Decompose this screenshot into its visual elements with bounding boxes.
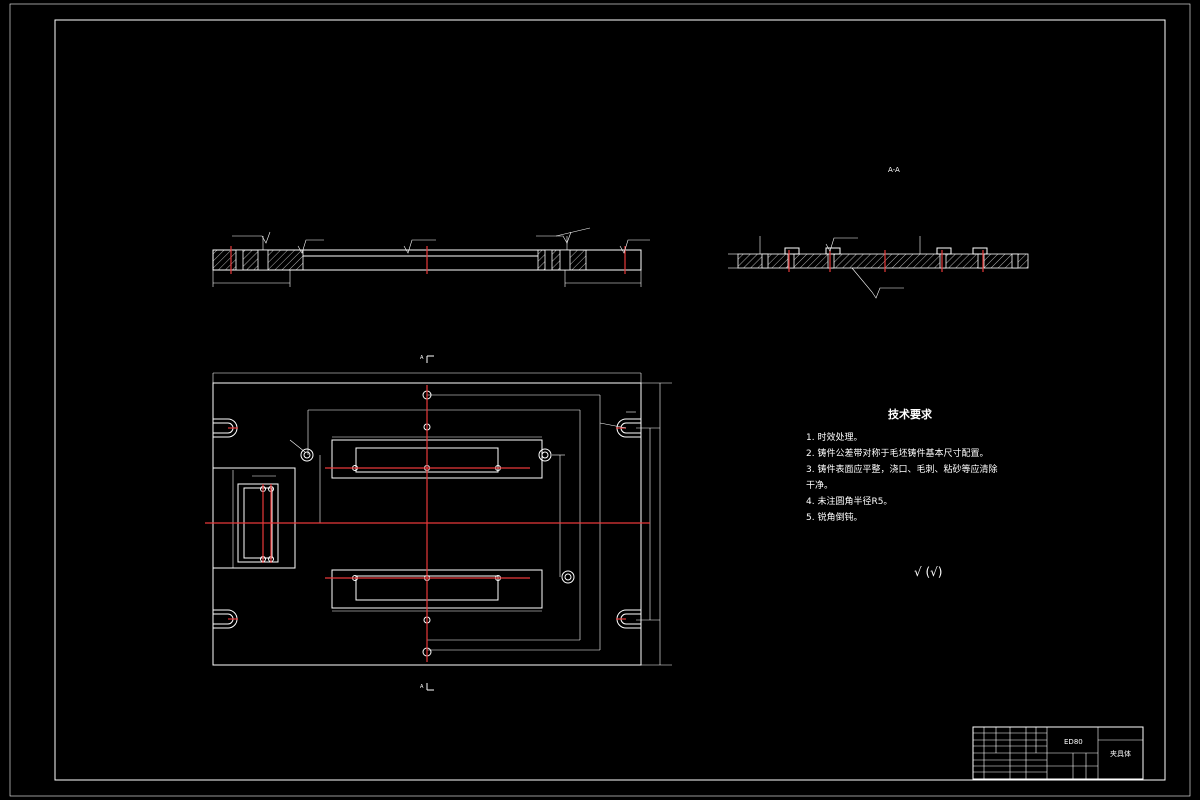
title-block: ED80 夹具体 bbox=[972, 726, 1144, 780]
tech-req-item-5: 5. 锐角倒钝。 bbox=[806, 511, 862, 523]
tech-req-item-2: 2. 铸件公差带对称于毛坯铸件基本尺寸配置。 bbox=[806, 447, 988, 459]
front-elevation-view bbox=[212, 227, 650, 287]
technical-requirements: 技术要求 1. 时效处理。 2. 铸件公差带对称于毛坯铸件基本尺寸配置。 3. … bbox=[806, 407, 997, 579]
section-view-a-a: A-A bbox=[728, 166, 1029, 299]
plan-view: A A bbox=[205, 355, 672, 691]
roughness-symbol: √ (√) bbox=[914, 565, 942, 579]
part-name: 夹具体 bbox=[1110, 749, 1131, 758]
outer-sheet-border bbox=[9, 3, 1191, 797]
cut-mark-top: A bbox=[420, 355, 424, 361]
drawing-code: ED80 bbox=[1064, 738, 1083, 746]
tech-req-item-4: 4. 未注圆角半径R5。 bbox=[806, 495, 892, 507]
tech-req-item-3: 3. 铸件表面应平整，浇口、毛刺、粘砂等应清除 bbox=[806, 463, 997, 475]
tech-req-item-1: 1. 时效处理。 bbox=[806, 431, 862, 443]
tech-req-item-3-cont: 干净。 bbox=[806, 479, 833, 491]
tech-req-title: 技术要求 bbox=[888, 407, 933, 421]
section-label: A-A bbox=[888, 166, 900, 174]
cut-mark-bottom: A bbox=[420, 684, 424, 690]
inner-drawing-frame bbox=[54, 19, 1166, 781]
